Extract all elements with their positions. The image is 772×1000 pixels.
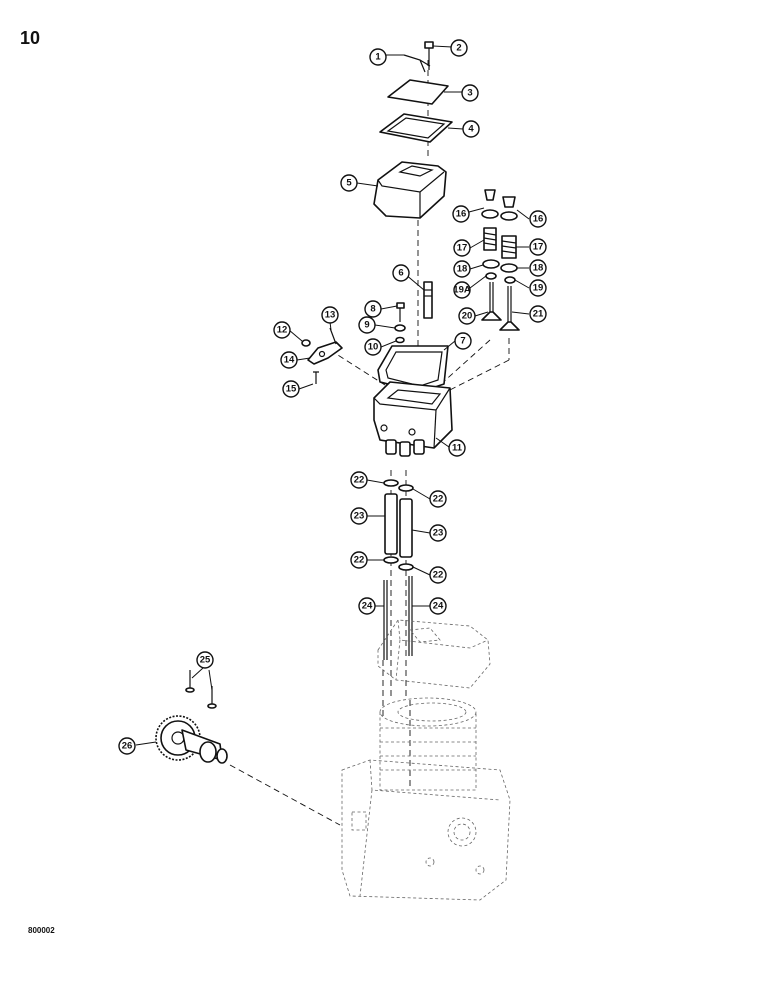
callout: 7	[454, 332, 472, 350]
callout: 19	[529, 279, 547, 297]
pushrods	[383, 576, 413, 660]
svg-text:22: 22	[354, 475, 365, 486]
callout: 21	[529, 305, 547, 323]
part-25-pins	[185, 670, 217, 709]
svg-text:17: 17	[457, 243, 468, 254]
callout: 24	[358, 597, 376, 615]
part-3-cover-plate	[387, 79, 449, 105]
svg-text:10: 10	[368, 342, 379, 353]
callout: 18	[529, 259, 547, 277]
assembly-lines	[229, 60, 510, 826]
callout: 12	[273, 321, 291, 339]
svg-text:7: 7	[460, 336, 465, 347]
page-number: 10	[20, 28, 41, 48]
svg-text:16: 16	[456, 209, 467, 220]
part-12-clip	[301, 339, 311, 347]
callout: 19A	[453, 281, 471, 299]
callout: 2	[450, 39, 468, 57]
callout: 4	[462, 120, 480, 138]
svg-text:19A: 19A	[453, 285, 471, 296]
callout: 1	[369, 48, 387, 66]
part-11-cylinder-head	[373, 381, 453, 457]
callout: 8	[364, 300, 382, 318]
pushrod-tubes	[383, 479, 414, 571]
callout: 22	[350, 551, 368, 569]
callout: 14	[280, 351, 298, 369]
callout: 18	[453, 260, 471, 278]
valve-stack-left	[481, 189, 502, 321]
callout: 6	[392, 264, 410, 282]
callout: 17	[453, 239, 471, 257]
svg-text:19: 19	[533, 283, 544, 294]
svg-text:21: 21	[533, 309, 544, 320]
valve-stack-right	[499, 196, 520, 331]
svg-text:20: 20	[462, 311, 473, 322]
svg-text:24: 24	[433, 601, 444, 612]
part-2-bolt	[424, 41, 434, 70]
callout: 22	[350, 471, 368, 489]
svg-text:23: 23	[433, 528, 444, 539]
svg-text:3: 3	[467, 88, 472, 99]
ghost-cylinder	[379, 697, 477, 791]
callout: 16	[529, 210, 547, 228]
svg-text:25: 25	[200, 655, 211, 666]
callout: 11	[448, 439, 466, 457]
part-10-o-ring	[395, 336, 405, 344]
svg-text:18: 18	[533, 263, 544, 274]
callout: 24	[429, 597, 447, 615]
svg-text:9: 9	[364, 320, 369, 331]
callout: 23	[350, 507, 368, 525]
callout: 3	[461, 84, 479, 102]
callout: 20	[458, 307, 476, 325]
callout: 25	[196, 651, 214, 669]
svg-text:22: 22	[433, 570, 444, 581]
svg-text:11: 11	[452, 443, 463, 454]
callout: 10	[364, 338, 382, 356]
callout: 13	[321, 306, 339, 324]
svg-text:12: 12	[277, 325, 288, 336]
ghost-lower-head	[377, 619, 491, 689]
callout: 15	[282, 380, 300, 398]
svg-text:8: 8	[370, 304, 375, 315]
callout: 9	[358, 316, 376, 334]
callout: 16	[452, 205, 470, 223]
svg-text:16: 16	[533, 214, 544, 225]
svg-text:23: 23	[354, 511, 365, 522]
svg-text:22: 22	[354, 555, 365, 566]
svg-text:18: 18	[457, 264, 468, 275]
svg-text:6: 6	[398, 268, 403, 279]
svg-text:14: 14	[284, 355, 295, 366]
ghost-crankcase	[341, 759, 511, 901]
part-5-valve-cover	[373, 161, 447, 219]
part-4-gasket	[379, 113, 453, 143]
svg-text:15: 15	[286, 384, 297, 395]
svg-text:13: 13	[325, 310, 336, 321]
figure-code: 800002	[28, 926, 55, 935]
svg-text:2: 2	[456, 43, 461, 54]
part-14-rocker-arm	[307, 341, 343, 365]
callout: 5	[340, 174, 358, 192]
part-26-camshaft-gear	[155, 715, 228, 764]
callout: 26	[118, 737, 136, 755]
callout: 17	[529, 238, 547, 256]
part-7-gasket	[377, 345, 449, 393]
svg-text:22: 22	[433, 494, 444, 505]
part-9-washer	[394, 324, 406, 332]
leader-lines	[135, 45, 530, 746]
svg-text:17: 17	[533, 242, 544, 253]
svg-text:26: 26	[122, 741, 133, 752]
svg-text:24: 24	[362, 601, 373, 612]
part-1-clip	[403, 54, 431, 73]
svg-text:4: 4	[468, 124, 474, 135]
part-13-pin	[329, 327, 337, 345]
part-6-stud	[423, 281, 433, 319]
callout: 22	[429, 490, 447, 508]
callout: 22	[429, 566, 447, 584]
part-8-bolt	[396, 302, 405, 322]
svg-text:5: 5	[346, 178, 352, 189]
part-15-screw	[313, 371, 319, 384]
svg-text:1: 1	[375, 52, 381, 63]
callout: 23	[429, 524, 447, 542]
